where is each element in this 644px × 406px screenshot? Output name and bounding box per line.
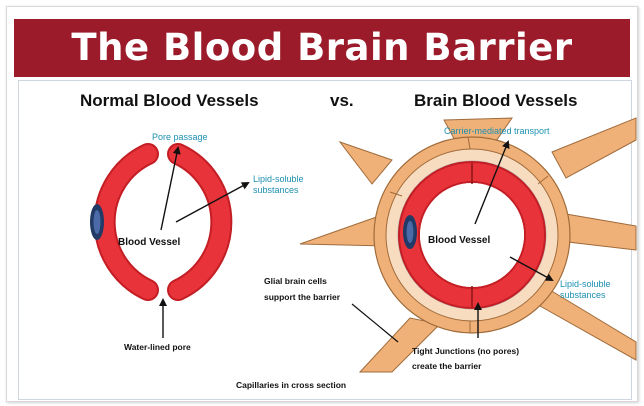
heading-brain: Brain Blood Vessels xyxy=(414,91,577,110)
vessel-wall-right-fill xyxy=(178,154,221,290)
glial-pointer xyxy=(352,304,398,342)
normal-vessel xyxy=(90,154,221,290)
lipid-label-brain-1: Lipid-soluble xyxy=(560,279,611,289)
glial-label-2: support the barrier xyxy=(264,292,341,302)
normal-vessel-label: Blood Vessel xyxy=(118,237,180,248)
glial-process-upper-right xyxy=(552,118,636,178)
brain-cell-nucleus-inner xyxy=(407,221,414,243)
water-pore-label: Water-lined pore xyxy=(124,342,191,352)
lipid-label-normal-2: substances xyxy=(253,185,299,195)
glial-process-upper-left xyxy=(340,142,392,184)
vessel-wall-left-fill xyxy=(105,154,148,290)
caption: Capillaries in cross section xyxy=(236,380,346,390)
glial-process-right xyxy=(566,214,636,250)
heading-normal: Normal Blood Vessels xyxy=(80,91,259,110)
pore-passage-label: Pore passage xyxy=(152,132,208,142)
brain-vessel-label: Blood Vessel xyxy=(428,235,490,246)
cell-nucleus-inner xyxy=(94,210,101,234)
tight-junction-label-2: create the barrier xyxy=(412,361,482,371)
glial-label-1: Glial brain cells xyxy=(264,276,327,286)
carrier-label: Carrier-mediated transport xyxy=(444,126,550,136)
heading-vs: vs. xyxy=(330,91,354,110)
glial-process-lower-right xyxy=(540,290,636,360)
lipid-label-brain-2: substances xyxy=(560,290,606,300)
tight-junction-label-1: Tight Junctions (no pores) xyxy=(412,346,519,356)
lipid-label-normal-1: Lipid-soluble xyxy=(253,174,304,184)
